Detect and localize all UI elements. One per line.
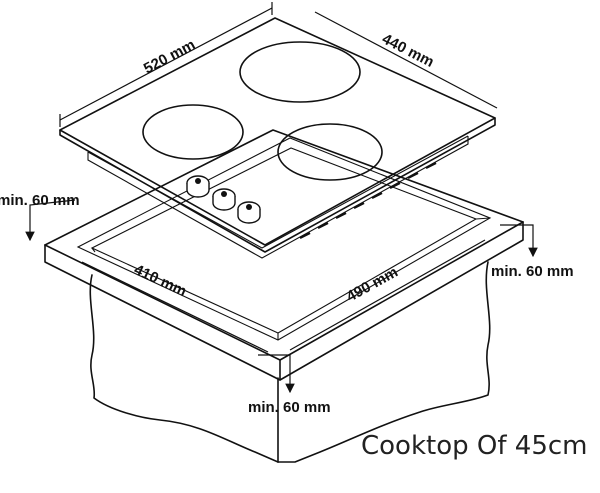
dimension-cutout-depth — [81, 261, 269, 353]
left-clearance-arrow-icon — [25, 199, 76, 242]
dimension-depth-top — [314, 11, 498, 109]
label-width-top: 520 mm — [141, 36, 198, 77]
cooktop-hob — [59, 17, 496, 259]
dimension-cutout-width — [289, 239, 486, 351]
right-clearance-arrow-icon — [500, 224, 538, 258]
label-bottom-clearance: min. 60 mm — [248, 399, 331, 416]
countertop — [44, 129, 524, 381]
label-cutout-depth: 410 mm — [131, 261, 189, 300]
vent-slots — [299, 162, 437, 239]
knob-2-icon — [212, 188, 236, 211]
label-cutout-width: 490 mm — [344, 264, 401, 306]
bottom-clearance-arrow-icon — [258, 354, 295, 394]
label-right-clearance: min. 60 mm — [491, 263, 574, 280]
knob-1-icon — [186, 175, 210, 198]
control-knobs — [186, 175, 261, 224]
dimension-width-top — [59, 2, 273, 127]
caption: Cooktop Of 45cm — [361, 431, 587, 461]
label-left-clearance: min. 60 mm — [0, 192, 80, 209]
cabinet-body — [89, 261, 491, 463]
knob-3-icon — [237, 201, 261, 224]
cooking-zone-back — [239, 41, 361, 103]
cooking-zone-left — [142, 104, 244, 160]
countertop-cutout — [76, 137, 492, 341]
cooking-zone-right — [277, 123, 383, 181]
